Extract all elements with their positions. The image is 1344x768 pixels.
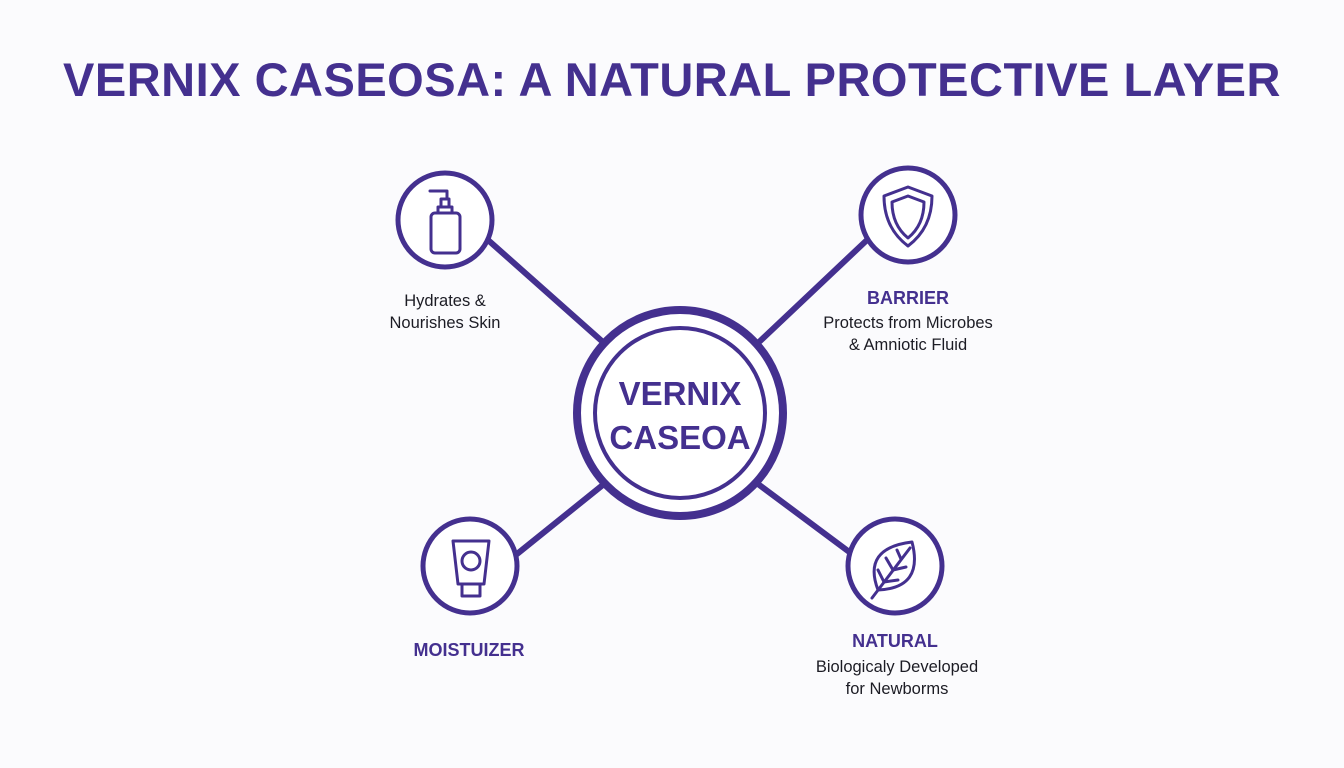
node-circle-moisturizer [420, 516, 520, 616]
shield-icon [882, 185, 934, 248]
barrier-description: Protects from Microbes & Amniotic Fluid [788, 312, 1028, 356]
connector-hydrates [485, 237, 607, 346]
barrier-desc-line1: Protects from Microbes [823, 314, 993, 332]
node-circle-hydrates [395, 170, 495, 270]
hydrates-desc-line2: Nourishes Skin [389, 314, 501, 332]
natural-heading: NATURAL [852, 631, 938, 651]
connector-moisturizer [514, 481, 607, 557]
connector-natural [755, 481, 855, 557]
barrier-heading: BARRIER [866, 288, 949, 308]
pump-bottle-icon [428, 189, 462, 255]
center-label-line1: VERNIX [618, 375, 742, 412]
leaf-icon [870, 540, 916, 600]
connector-barrier [755, 237, 870, 346]
hydrates-desc-line1: Hydrates & [404, 292, 486, 310]
center-label-line2: CASEOA [609, 419, 751, 456]
center-label: VERNIX CASEOA [580, 372, 780, 460]
moisturizer-heading: MOISTUIZER [413, 640, 525, 660]
page-title: VERNIX CASEOSA: A NATURAL PROTECTIVE LAY… [63, 53, 1281, 106]
barrier-desc-line2: & Amniotic Fluid [848, 336, 968, 354]
cream-tube-icon [451, 539, 491, 598]
center-inner-ring [593, 326, 767, 500]
hydrates-description: Hydrates & Nourishes Skin [345, 290, 545, 334]
natural-description: Biologicaly Developed for Newborms [777, 656, 1017, 700]
natural-desc-line1: Biologicaly Developed [815, 658, 979, 676]
node-circle-barrier [858, 165, 958, 265]
natural-desc-line2: for Newborms [845, 680, 949, 698]
